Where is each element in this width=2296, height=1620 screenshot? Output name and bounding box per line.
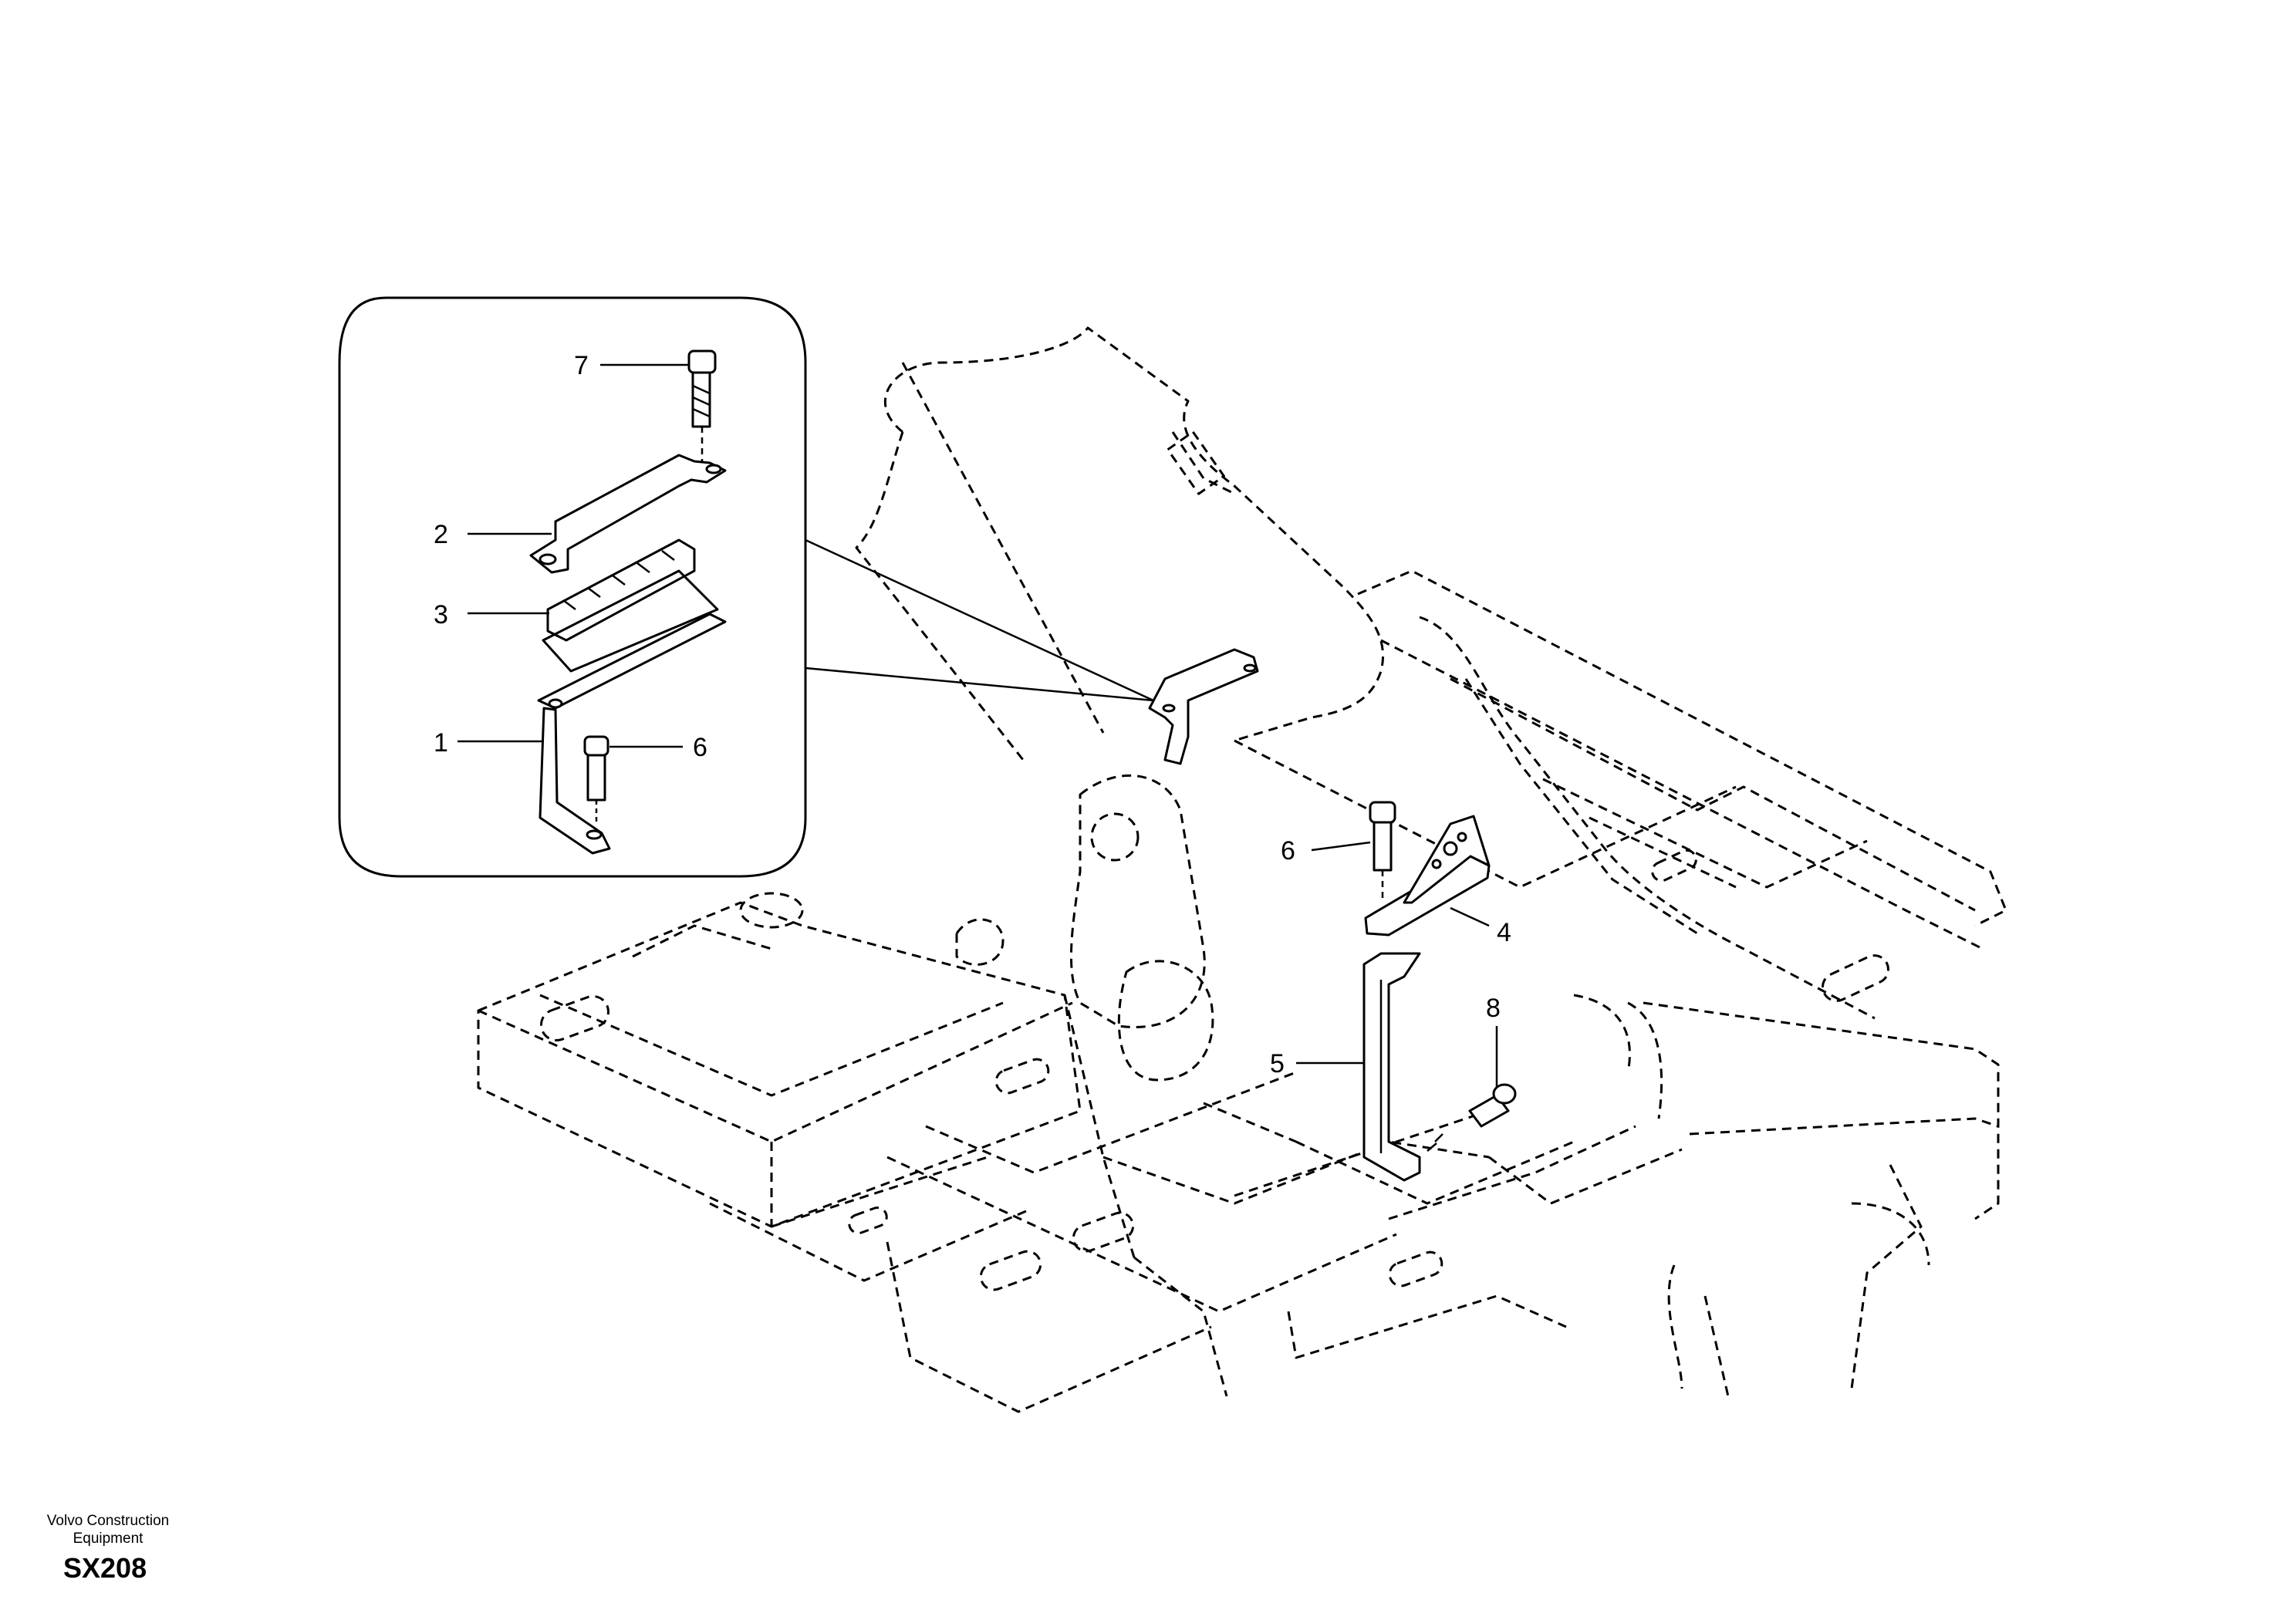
- clamp-upper-2: [529, 454, 727, 574]
- bolt-6-main: [1369, 801, 1396, 903]
- bolt-8: [1427, 1083, 1517, 1152]
- detail-inset: [338, 296, 1154, 878]
- company-name-line1: Volvo Construction: [46, 1513, 170, 1529]
- bracket-4: [1364, 815, 1491, 937]
- callout-7: 7: [574, 351, 589, 380]
- upper-frame-outline: [477, 326, 2007, 1413]
- clamp-lower-1: [537, 613, 727, 855]
- bolt-6-inset: [583, 735, 609, 825]
- company-name-line2: Equipment: [73, 1531, 144, 1547]
- callout-8: 8: [1486, 994, 1501, 1023]
- callout-6-main: 6: [1281, 836, 1295, 866]
- callout-2: 2: [434, 520, 448, 549]
- bolt-7: [687, 349, 717, 478]
- figure-footer: Volvo Construction Equipment SX208: [31, 1512, 185, 1585]
- installed-clamp: [1148, 648, 1259, 765]
- callout-5: 5: [1270, 1049, 1285, 1078]
- figure-code: SX208: [63, 1552, 147, 1584]
- bracket-5: [1362, 952, 1421, 1182]
- leader-lines: [458, 363, 1498, 1088]
- callout-1: 1: [434, 728, 448, 758]
- rubber-insert-3: [542, 538, 719, 673]
- callout-3: 3: [434, 600, 448, 629]
- callout-6-inset: 6: [693, 733, 707, 762]
- callout-4: 4: [1497, 918, 1511, 947]
